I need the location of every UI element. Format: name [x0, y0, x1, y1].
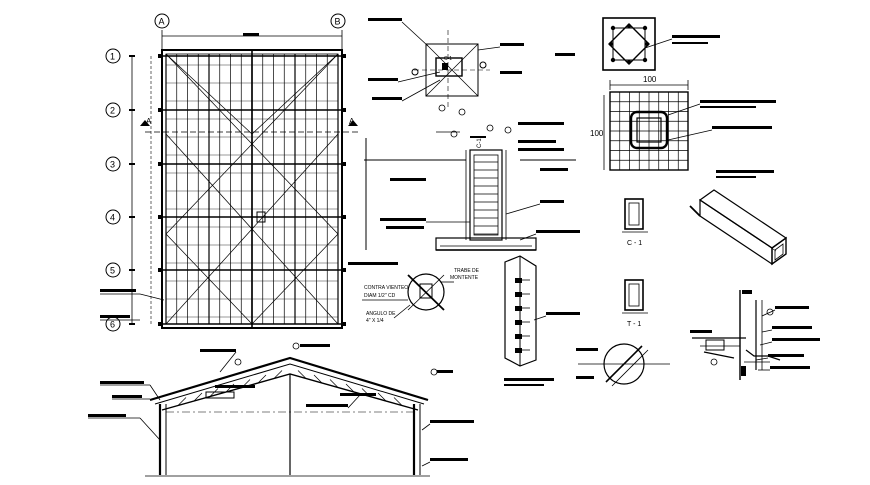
t1-label: T - 1	[627, 321, 641, 328]
bracing-note-1: CONTRA VIENTEO	[364, 285, 408, 291]
grid-bubble-6: 6	[105, 316, 121, 332]
weld-circle-detail	[576, 343, 670, 387]
svg-text:2: 2	[110, 106, 115, 116]
grid-bubble-3: 3	[105, 156, 121, 172]
column-label-top: C-1	[477, 138, 483, 148]
beam-note-2: MONTENTE	[450, 275, 479, 281]
grid-label-a: A	[159, 17, 165, 27]
elevation-labels	[88, 342, 474, 467]
angle-note-1: ANGULO DE	[366, 311, 396, 317]
svg-text:3: 3	[110, 160, 115, 170]
base-connection-detail	[690, 290, 820, 380]
grid-bubble-a	[154, 13, 170, 29]
roof-plan: A A A B 1 2 3	[100, 13, 360, 332]
svg-text:1: 1	[110, 52, 115, 62]
grid-bubble-5: 5	[105, 262, 121, 278]
t1-profile	[624, 279, 644, 311]
dimension-height: 100	[590, 129, 604, 138]
section-mark-left: A	[146, 117, 152, 126]
roof-elevation	[88, 342, 474, 477]
column-pedestal	[469, 149, 503, 241]
grid-bubble-2: 2	[105, 102, 121, 118]
svg-text:5: 5	[110, 266, 115, 276]
grid-bubble-b	[330, 13, 346, 29]
section-arrow-left	[140, 120, 150, 126]
footing-rebar-grid	[610, 92, 688, 170]
anchor-plate-detail	[504, 255, 580, 386]
svg-text:6: 6	[110, 320, 115, 330]
section-profiles: C - 1 T - 1	[622, 198, 648, 328]
footing-plan-detail: C-1	[368, 18, 575, 116]
column-section-detail	[602, 17, 720, 71]
roof-top-chord	[149, 356, 429, 402]
grid-row-bubbles: 1 2 3 4 5 6	[105, 48, 121, 332]
grid-bubble-4: 4	[105, 209, 121, 225]
footing-grid-detail: 100 100	[590, 75, 776, 178]
isometric-tube	[689, 189, 788, 266]
c1-profile	[624, 198, 644, 230]
svg-text:C-1: C-1	[444, 56, 452, 62]
section-arrow-right	[348, 120, 358, 126]
grid-bubble-1: 1	[105, 48, 121, 64]
anchor-bolts	[515, 278, 530, 353]
grid-label-b: B	[335, 17, 341, 27]
pedestal-stirrups	[474, 161, 498, 235]
bracing-note-2: DIAM 1/2" CD	[364, 293, 396, 299]
c1-label: C - 1	[627, 240, 642, 247]
bracing-connection-detail: CONTRA VIENTEO DIAM 1/2" CD ANGULO DE 4"…	[348, 262, 480, 324]
section-mark-right: A	[349, 117, 355, 126]
footing-section-detail: C-1	[364, 122, 580, 251]
column-section-outline	[602, 17, 656, 71]
beam-note-1: TRABE DE	[454, 268, 480, 274]
svg-text:4: 4	[110, 213, 115, 223]
angle-note-2: 4" X 1/4	[366, 318, 384, 324]
dimension-width: 100	[643, 75, 657, 84]
